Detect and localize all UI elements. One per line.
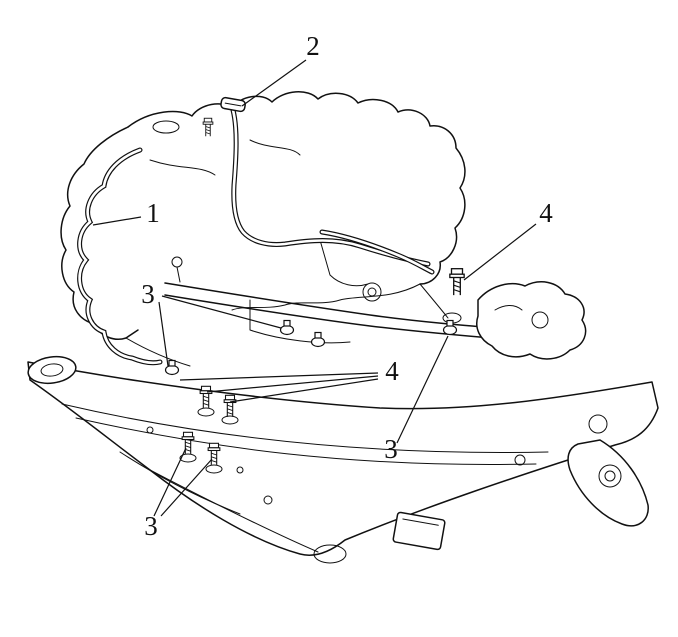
left-control-arm	[27, 355, 77, 385]
callout-1-label: 1	[146, 198, 160, 228]
leader-callout-3-left-b	[158, 301, 169, 367]
callout-2-label: 2	[306, 31, 320, 61]
transmission-hose	[77, 147, 163, 366]
callout-labels: 2 1 4 3 4 3 3	[141, 31, 553, 541]
callout-3-left-label: 3	[141, 279, 155, 309]
leader-callout-4-mid-b	[206, 375, 379, 393]
callout-4-mid-label: 4	[385, 356, 399, 386]
pipe-clamp-bolt	[202, 117, 214, 137]
leader-callout-3-left-a	[161, 295, 282, 329]
callout-3-bottom-label: 3	[144, 511, 158, 541]
leader-callout-3-mid	[396, 335, 449, 444]
steering-knuckle-boss	[476, 281, 587, 360]
filler-cap	[152, 120, 180, 134]
ball-joint-stud	[171, 256, 183, 268]
leader-callout-2	[241, 59, 307, 107]
cooler-pipe	[202, 96, 435, 275]
leader-callout-3-bottom-a	[153, 447, 187, 517]
line-clamp-rack-2	[310, 331, 326, 348]
leader-callout-4-upper	[463, 223, 537, 281]
subframe-bracket	[392, 511, 446, 551]
mount-bolt-upper	[449, 268, 465, 296]
pipe-clamp	[220, 96, 246, 113]
line-clamp-rack-1	[279, 319, 295, 336]
right-control-arm	[567, 414, 649, 527]
leader-callout-1	[92, 216, 142, 226]
leader-callout-3-bottom-b	[160, 458, 213, 517]
leader-callout-4-mid-c	[229, 378, 379, 403]
subframe	[27, 312, 659, 564]
subframe-oval-hole	[313, 544, 347, 564]
engine-assembly	[60, 91, 466, 367]
leader-lines	[92, 59, 537, 517]
callout-4-upper-label: 4	[539, 198, 553, 228]
leader-callout-4-mid-a	[179, 372, 379, 381]
callout-3-mid-label: 3	[384, 434, 398, 464]
